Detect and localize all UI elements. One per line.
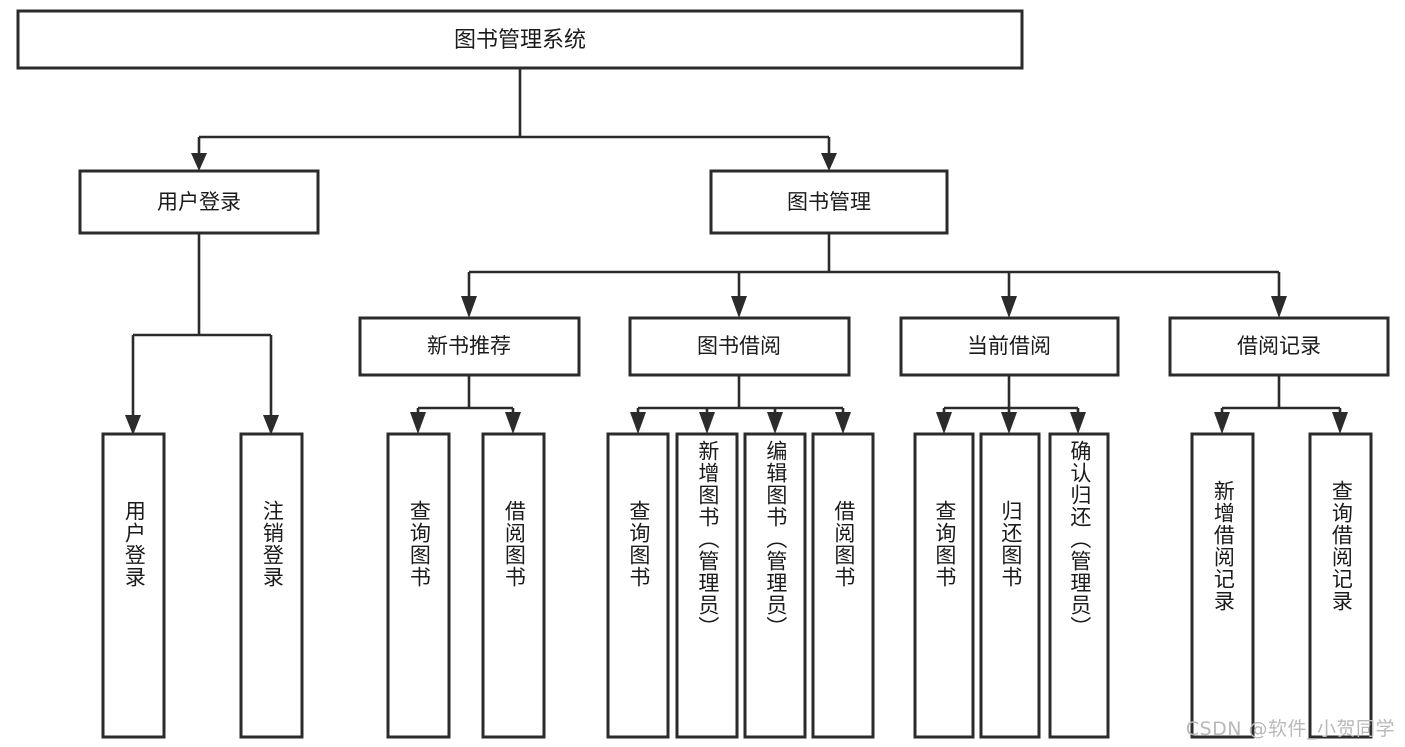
arrow-book-mgmt-to-new-book (461, 296, 477, 318)
node-current-borrow[interactable] (899, 316, 1120, 377)
arrow-borrow-leaf3 (767, 412, 783, 434)
arrow-root-to-user-login (191, 153, 207, 171)
arrow-current-leaf3 (1070, 412, 1086, 434)
watermark-text: CSDN @软件_小贺同学 (1185, 718, 1395, 740)
node-book-borrow[interactable] (628, 316, 851, 377)
node-leaf-current-query[interactable] (913, 432, 975, 739)
node-leaf-borrow-borrow-book[interactable] (811, 432, 875, 739)
arrow-root-to-book-mgmt (821, 153, 837, 171)
arrow-borrow-leaf1 (630, 412, 646, 434)
node-borrow-record[interactable] (1168, 316, 1390, 377)
node-book-borrow-label: 图书借阅 (697, 334, 781, 358)
node-leaf-borrow-add-book[interactable] (675, 432, 739, 739)
arrow-book-mgmt-to-record (1271, 296, 1287, 318)
arrow-current-leaf1 (936, 412, 952, 434)
node-leaf-user-login-logout[interactable] (239, 432, 304, 739)
node-leaf-record-add[interactable] (1190, 432, 1255, 739)
node-root-label: 图书管理系统 (454, 28, 586, 53)
arrow-book-mgmt-to-current (1001, 296, 1017, 318)
arrow-borrow-leaf2 (699, 412, 715, 434)
node-user-login[interactable] (78, 169, 320, 235)
arrow-book-mgmt-to-borrow (731, 296, 747, 318)
connector-layer (125, 68, 1348, 435)
arrow-current-leaf2 (1001, 412, 1017, 434)
node-leaf-user-login-login[interactable] (101, 432, 166, 739)
node-book-management[interactable] (709, 169, 949, 235)
node-borrow-record-label: 借阅记录 (1237, 334, 1321, 358)
box-layer: 图书管理系统 用户登录 图书管理 新书推荐 图书借阅 当前借阅 借阅记录 (16, 9, 1390, 739)
node-leaf-new-book-borrow[interactable] (481, 432, 546, 739)
node-leaf-borrow-edit-book[interactable] (743, 432, 807, 739)
arrow-new-book-leaf2 (505, 412, 521, 434)
node-root-book-management-system[interactable] (16, 9, 1024, 70)
node-leaf-new-book-query[interactable] (386, 432, 451, 739)
node-new-book-recommend[interactable] (358, 316, 581, 377)
arrow-new-book-leaf1 (410, 412, 426, 434)
node-leaf-current-return[interactable] (979, 432, 1041, 739)
arrow-record-leaf2 (1332, 412, 1348, 434)
node-leaf-borrow-query[interactable] (606, 432, 670, 739)
node-leaf-record-query[interactable] (1308, 432, 1373, 739)
node-new-book-recommend-label: 新书推荐 (427, 334, 511, 358)
arrow-record-leaf1 (1214, 412, 1230, 434)
node-current-borrow-label: 当前借阅 (967, 334, 1051, 358)
arrow-user-login-leaf1 (125, 415, 141, 435)
node-leaf-current-confirm-return[interactable] (1048, 432, 1110, 739)
arrow-user-login-leaf2 (263, 415, 279, 435)
node-book-management-label: 图书管理 (787, 190, 871, 214)
node-user-login-label: 用户登录 (157, 190, 241, 214)
arrow-borrow-leaf4 (835, 412, 851, 434)
